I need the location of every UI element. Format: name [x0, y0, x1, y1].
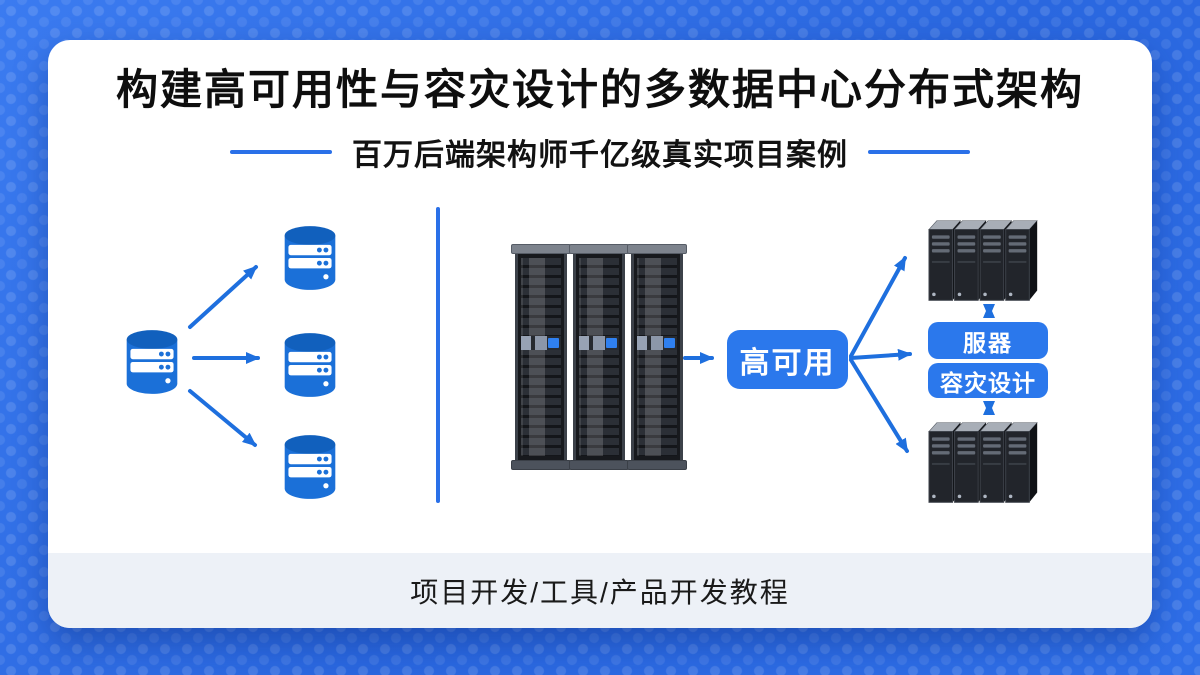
database-replica-icon — [280, 223, 340, 293]
content-card: 构建高可用性与容灾设计的多数据中心分布式架构 百万后端架构师千亿级真实项目案例 — [48, 40, 1152, 628]
ha-node-label: 高可用 — [727, 330, 848, 389]
database-replica-icon — [280, 330, 340, 400]
page-subtitle: 百万后端架构师千亿级真实项目案例 — [352, 139, 848, 172]
section-divider — [436, 207, 440, 503]
rack-slots — [521, 258, 561, 456]
rack-led-panel — [521, 336, 561, 350]
rack-slots — [579, 258, 619, 456]
subtitle-line-left — [230, 150, 332, 154]
database-replica-icon — [280, 432, 340, 502]
page-title: 构建高可用性与容灾设计的多数据中心分布式架构 — [115, 66, 1084, 113]
server-tower-cluster-top-icon — [928, 215, 1048, 303]
server-node-label: 服器 — [928, 322, 1048, 359]
server-tower-cluster-bottom-icon — [928, 417, 1048, 505]
rack-led-panel — [579, 336, 619, 350]
database-primary-icon — [122, 327, 182, 397]
subtitle-row: 百万后端架构师千亿级真实项目案例 — [48, 130, 1152, 174]
server-rack-icon — [569, 244, 629, 470]
server-rack-icon — [627, 244, 687, 470]
rack-slots — [637, 258, 677, 456]
footer-text: 项目开发/工具/产品开发教程 — [410, 576, 790, 608]
rack-led-panel — [637, 336, 677, 350]
server-rack-icon — [511, 244, 571, 470]
disaster-recovery-node-label: 容灾设计 — [928, 363, 1048, 398]
db-fanout-arrows — [188, 265, 260, 447]
subtitle-line-right — [868, 150, 970, 154]
footer-bar: 项目开发/工具/产品开发教程 — [48, 553, 1152, 628]
ha-fanout-arrows — [849, 256, 912, 453]
